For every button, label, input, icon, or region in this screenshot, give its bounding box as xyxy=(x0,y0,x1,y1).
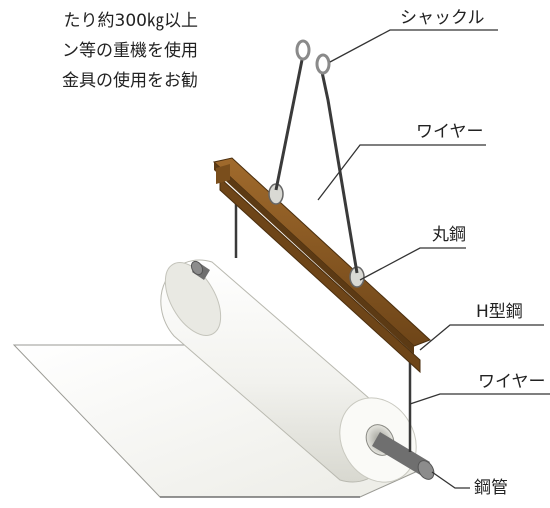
wire-sling-right xyxy=(320,71,359,274)
shackle-right xyxy=(315,53,331,75)
h-beam xyxy=(212,157,431,374)
leader-lines xyxy=(317,29,550,489)
label-round-steel: 丸鋼 xyxy=(432,225,466,245)
label-shackle: シャックル xyxy=(400,8,485,28)
label-h-beam: H型鋼 xyxy=(476,302,523,322)
label-steel-pipe: 鋼管 xyxy=(474,478,508,498)
wire-sling-left xyxy=(274,59,304,191)
label-wire-top: ワイヤー xyxy=(416,122,484,142)
steel-pipe xyxy=(190,260,435,480)
shackle-left xyxy=(295,39,311,61)
label-wire-side: ワイヤー xyxy=(478,372,546,392)
snippet-line-3: 金具の使用をお勧 xyxy=(62,71,198,91)
roll-left-end xyxy=(164,262,222,336)
snippet-line-1: たり約300㎏以上 xyxy=(63,11,198,31)
snippet-line-2: ン等の重機を使用 xyxy=(62,41,198,61)
